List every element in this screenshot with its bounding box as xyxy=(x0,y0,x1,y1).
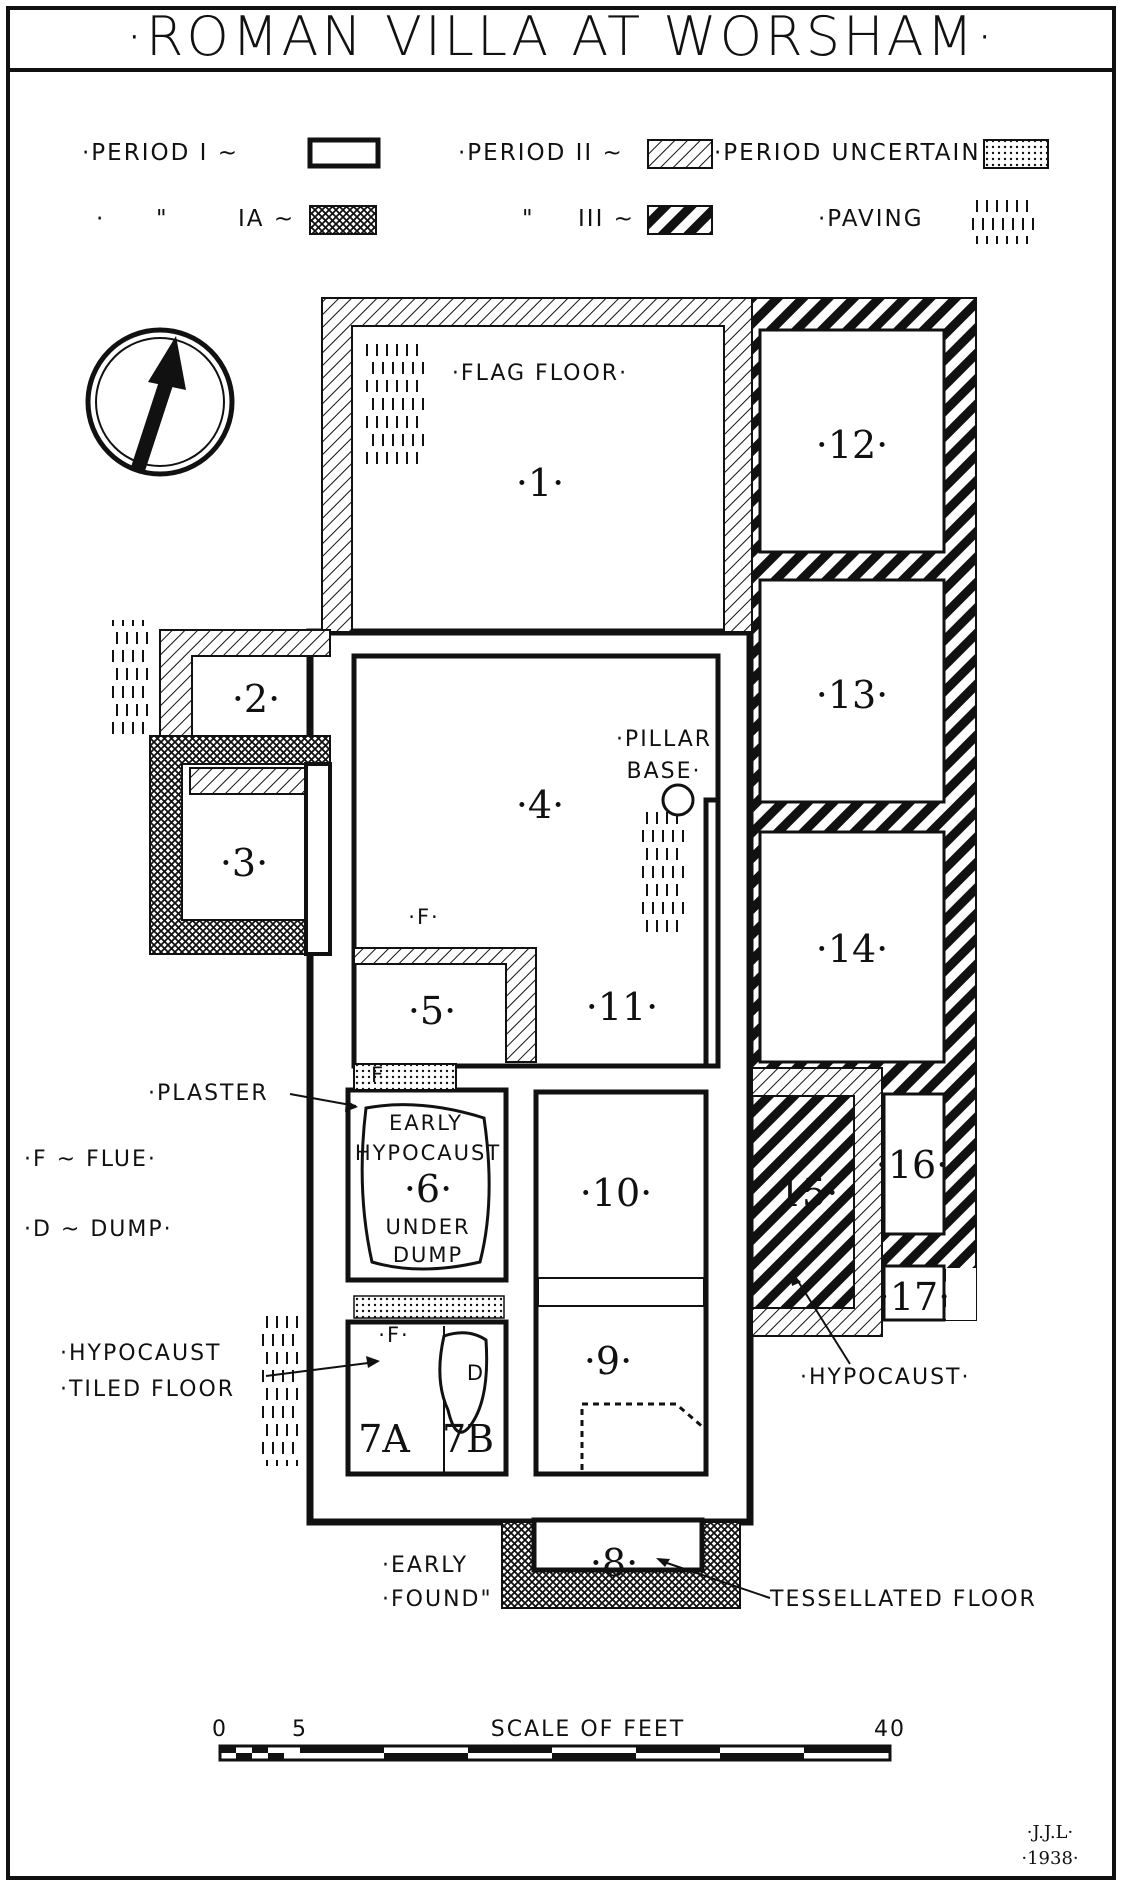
paving-room-7 xyxy=(260,1316,300,1466)
room-2-label: ·2· xyxy=(232,677,280,721)
room-12-label: ·12· xyxy=(816,423,889,467)
room-16-label: ·16· xyxy=(876,1143,949,1187)
legend-period-1a-dot: · xyxy=(96,206,105,232)
period-2-walls xyxy=(159,297,883,1337)
legend-period-1-label: ·PERIOD I ~ xyxy=(82,140,239,166)
legend-period-1-swatch xyxy=(307,137,381,169)
signature-initials: ·J.J.L· xyxy=(1027,1822,1073,1843)
map-frame xyxy=(6,6,1116,1880)
flue-key-label: ·F ~ FLUE· xyxy=(24,1147,157,1172)
legend-period-1a-label: IA ~ xyxy=(238,206,295,232)
hypocaust-right-label: ·HYPOCAUST· xyxy=(800,1365,970,1390)
legend-paving-swatch xyxy=(968,196,1034,244)
room-1-label: ·1· xyxy=(516,461,564,505)
scale-caption: SCALE OF FEET xyxy=(491,1717,685,1742)
map-title: ·ROMAN VILLA AT WORSHAM· xyxy=(125,5,997,68)
paving-pillar xyxy=(638,808,684,938)
pillar-label-line-2: BASE· xyxy=(626,759,701,784)
room-10-label: ·10· xyxy=(580,1171,653,1215)
room-4-label: ·4· xyxy=(516,783,564,827)
legend-period-3-label: III ~ xyxy=(578,206,635,232)
early-found-line-2: ·FOUND" xyxy=(382,1587,493,1612)
pillar-label-line-1: ·PILLAR xyxy=(616,727,712,752)
dump-key-label: ·D ~ DUMP· xyxy=(24,1217,173,1242)
flue-mark-room-7: ·F· xyxy=(378,1323,409,1347)
dump-outline xyxy=(438,1331,489,1434)
room-14-floor xyxy=(758,830,946,1064)
title-bar: ·ROMAN VILLA AT WORSHAM· xyxy=(6,6,1116,72)
scale-tick-0: 0 xyxy=(212,1717,228,1742)
room-17-floor xyxy=(882,1264,946,1322)
room-5-label: ·5· xyxy=(408,989,456,1033)
legend-period-3-swatch xyxy=(647,205,713,235)
room-12-floor xyxy=(758,328,946,554)
signature-year: ·1938· xyxy=(1021,1848,1078,1869)
paving-room-1 xyxy=(364,340,424,470)
early-found-line-1: ·EARLY xyxy=(382,1553,468,1578)
room-17-label: ·17· xyxy=(878,1275,951,1319)
legend-period-2-swatch xyxy=(647,139,713,169)
room-11-label: ·11· xyxy=(586,985,659,1029)
early-hypocaust-outline xyxy=(360,1103,491,1271)
hypocaust-tiled-floor-line-2: ·TILED FLOOR xyxy=(60,1377,235,1402)
hypocaust-tiled-floor-line-1: ·HYPOCAUST xyxy=(60,1341,221,1366)
paving-room-2 xyxy=(110,620,150,736)
north-arrow-icon xyxy=(85,327,235,477)
room-7b-label: 7B xyxy=(442,1417,494,1461)
plaster-label: ·PLASTER xyxy=(148,1081,269,1106)
under-dump-line-1: UNDER xyxy=(385,1215,470,1239)
flag-floor-label: ·FLAG FLOOR· xyxy=(452,361,628,386)
legend-period-3-ditto: " xyxy=(522,206,535,232)
room-16-floor xyxy=(882,1092,946,1236)
legend-period-2-label: ·PERIOD II ~ xyxy=(458,140,624,166)
flue-mark-room-6: F xyxy=(371,1063,385,1087)
room-13-label: ·13· xyxy=(816,673,889,717)
legend: ·PERIOD I ~ ·PERIOD II ~ ·PERIOD UNCERTA… xyxy=(82,137,1049,244)
east-range-period-3 xyxy=(751,297,977,1322)
scale-bar: 0 5 SCALE OF FEET 40 xyxy=(212,1717,906,1762)
flue-mark-room-4: ·F· xyxy=(408,905,439,929)
room-14-label: ·14· xyxy=(816,927,889,971)
signature: ·J.J.L· ·1938· xyxy=(1021,1822,1078,1869)
pillar-base-marker xyxy=(661,783,695,817)
room-15-label: ·15· xyxy=(766,1171,839,1215)
room-7a-label: 7A xyxy=(358,1417,410,1461)
dump-mark: D xyxy=(467,1361,485,1385)
legend-period-1a-swatch xyxy=(309,205,377,235)
legend-period-uncertain-swatch xyxy=(983,139,1049,169)
room-8-label: ·8· xyxy=(590,1541,638,1585)
legend-period-uncertain-label: ·PERIOD UNCERTAIN xyxy=(714,140,981,166)
annotations: ·FLAG FLOOR· ·PILLAR BASE· ·F· F ·F· ·PL… xyxy=(24,361,1037,1612)
under-dump-line-2: DUMP xyxy=(393,1243,463,1267)
scale-tick-40: 40 xyxy=(874,1717,906,1742)
early-hypocaust-line-2: HYPOCAUST xyxy=(355,1141,501,1165)
room-6-label: ·6· xyxy=(404,1167,452,1211)
scale-tick-5: 5 xyxy=(292,1717,308,1742)
early-hypocaust-line-1: EARLY xyxy=(389,1111,463,1135)
legend-period-1a-ditto: " xyxy=(156,206,169,232)
legend-paving-label: ·PAVING xyxy=(818,206,924,232)
room-13-floor xyxy=(758,578,946,804)
tessellated-floor-label: TESSELLATED FLOOR xyxy=(769,1587,1037,1612)
room-9-label: ·9· xyxy=(584,1339,632,1383)
room-numbers: ·1· ·2· ·3· ·4· ·5· ·6· 7A 7B ·8· ·9· ·1… xyxy=(220,423,950,1585)
room-3-label: ·3· xyxy=(220,841,268,885)
